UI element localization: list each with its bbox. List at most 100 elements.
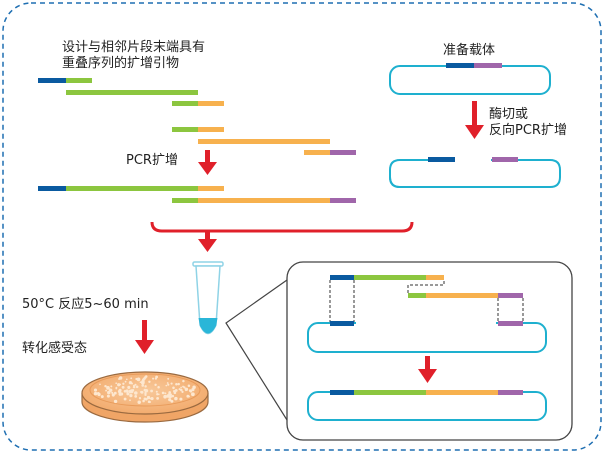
colony-dot <box>155 390 158 393</box>
colony-dot <box>117 383 121 387</box>
colony-dot <box>132 385 136 389</box>
product-segment <box>66 186 198 191</box>
colony-dot <box>157 386 160 389</box>
colony-dot <box>111 391 114 394</box>
colony-dot <box>119 383 122 386</box>
colony-dot <box>150 389 153 393</box>
product-segment <box>330 198 356 203</box>
colony-dot <box>175 383 178 386</box>
colony-dot <box>177 382 180 386</box>
colony-dot <box>129 389 134 394</box>
design-primers-label-line1: 设计与相邻片段末端具有 <box>62 40 206 55</box>
colony-dot <box>182 385 185 388</box>
panel-segment <box>498 293 523 298</box>
colony-dot <box>154 377 157 380</box>
colony-dot <box>99 383 101 386</box>
colony-dot <box>93 391 98 396</box>
product-segment <box>198 186 224 191</box>
colony-dot <box>149 397 152 400</box>
fragment-segment <box>304 150 330 155</box>
colony-dot <box>104 384 107 388</box>
colony-dot <box>156 393 159 396</box>
panel-segment <box>498 390 523 395</box>
colony-dot <box>118 376 123 380</box>
colony-dot <box>110 385 113 388</box>
vector-segment <box>428 157 455 162</box>
colony-dot <box>166 394 169 397</box>
fragment-segment <box>38 78 66 83</box>
colony-dot <box>146 395 151 400</box>
colony-dot <box>172 386 175 390</box>
colony-dot <box>191 387 195 392</box>
panel-segment <box>354 390 426 395</box>
colony-dot <box>127 385 131 389</box>
fragment-segment <box>198 101 224 106</box>
colony-dot <box>171 394 175 398</box>
colony-dot <box>129 399 131 402</box>
product-segment <box>38 186 66 191</box>
petri-dish-icon <box>81 371 209 423</box>
fragment-segment <box>172 127 198 132</box>
colony-dot <box>111 393 115 397</box>
colony-dot <box>118 392 122 396</box>
digest-label-line2: 反向PCR扩增 <box>489 123 567 138</box>
panel-segment <box>426 293 498 298</box>
colony-dot <box>139 391 142 393</box>
vector-plasmid <box>389 63 551 95</box>
design-primers-label-line2: 重叠序列的扩增引物 <box>62 56 180 71</box>
colony-dot <box>148 380 151 383</box>
zoom-callout <box>225 261 573 441</box>
colony-dot <box>173 391 177 395</box>
colony-dot <box>142 378 145 382</box>
colony-dot <box>113 391 117 395</box>
colony-dot <box>174 396 178 401</box>
colony-dot <box>167 383 170 386</box>
panel-segment <box>426 275 444 280</box>
colony-dot <box>134 383 137 386</box>
colony-dot <box>144 392 147 395</box>
primer-fragments <box>38 78 356 155</box>
colony-dot <box>170 393 172 396</box>
colony-dot <box>128 380 133 385</box>
pcr-products <box>38 186 356 203</box>
vector-segment <box>474 63 502 68</box>
colony-dot <box>137 400 141 404</box>
colony-dot <box>106 386 110 390</box>
colony-dot <box>165 384 168 387</box>
colony-dot <box>97 392 100 395</box>
colony-dot <box>109 388 112 392</box>
colony-dot <box>126 392 130 396</box>
prepare-vector-label: 准备载体 <box>443 43 496 58</box>
colony-dot <box>180 388 183 392</box>
linearized-vector <box>389 155 561 188</box>
colony-dot <box>179 397 183 401</box>
pcr-amplify-label: PCR扩增 <box>126 153 178 168</box>
colony-dot <box>130 377 133 380</box>
colony-dot <box>174 388 178 392</box>
colony-dot <box>117 389 122 394</box>
colony-dot <box>170 399 174 403</box>
colony-dot <box>139 381 142 384</box>
colony-dot <box>167 377 170 380</box>
microcentrifuge-tube-icon <box>192 261 224 335</box>
colony-dot <box>123 397 127 401</box>
colony-dot <box>168 398 172 402</box>
colony-dot <box>148 400 151 404</box>
colony-dot <box>106 394 110 398</box>
colony-dot <box>187 384 191 388</box>
colony-dot <box>129 393 133 398</box>
outer-frame <box>2 2 602 451</box>
reaction-arrow <box>135 320 154 354</box>
vector-segment <box>446 63 474 68</box>
colony-dot <box>144 375 148 378</box>
panel-segment <box>330 321 354 326</box>
colony-dot <box>152 377 155 380</box>
colony-dot <box>143 397 147 401</box>
colony-dot <box>124 380 127 383</box>
colony-dot <box>182 379 185 383</box>
colony-dot <box>134 391 138 395</box>
product-segment <box>198 198 330 203</box>
colony-dot <box>107 390 111 395</box>
colony-dot <box>180 386 182 389</box>
colony-dot <box>144 393 147 397</box>
